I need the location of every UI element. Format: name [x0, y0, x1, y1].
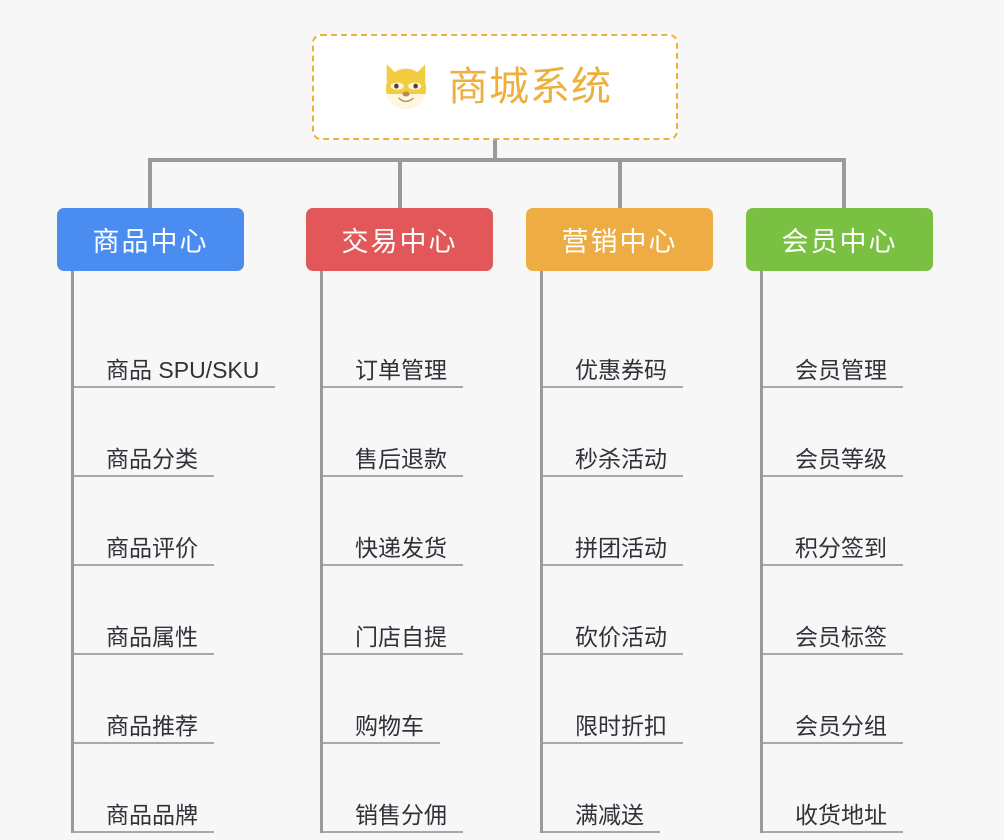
- leaf-label: 拼团活动: [575, 534, 667, 561]
- leaf-label: 商品品牌: [106, 801, 198, 828]
- leaf-label: 砍价活动: [575, 623, 667, 650]
- leaf-underline: [763, 653, 903, 655]
- connector-drop-1: [148, 158, 152, 208]
- branch-column-product: 商品中心 商品 SPU/SKU 商品分类 商品评价 商品属性 商品推荐 商品品牌: [57, 208, 297, 833]
- leaf-label: 购物车: [355, 712, 424, 739]
- list-item[interactable]: 拼团活动: [543, 477, 736, 566]
- leaf-list-product: 商品 SPU/SKU 商品分类 商品评价 商品属性 商品推荐 商品品牌: [71, 271, 297, 833]
- list-item[interactable]: 会员标签: [763, 566, 956, 655]
- leaf-label: 快递发货: [355, 534, 447, 561]
- category-box-member[interactable]: 会员中心: [746, 208, 933, 271]
- leaf-label: 会员标签: [795, 623, 887, 650]
- list-item[interactable]: 会员管理: [763, 299, 956, 388]
- leaf-underline: [323, 564, 463, 566]
- leaf-label: 订单管理: [355, 356, 447, 383]
- list-item[interactable]: 满减送: [543, 744, 736, 833]
- list-item[interactable]: 会员分组: [763, 655, 956, 744]
- category-label: 营销中心: [561, 227, 678, 257]
- list-item[interactable]: 商品评价: [74, 477, 297, 566]
- leaf-list-trade: 订单管理 售后退款 快递发货 门店自提 购物车 销售分佣: [320, 271, 516, 833]
- category-box-trade[interactable]: 交易中心: [306, 208, 493, 271]
- connector-drop-4: [842, 158, 846, 208]
- leaf-underline: [543, 742, 683, 744]
- leaf-label: 满减送: [575, 801, 644, 828]
- leaf-label: 商品推荐: [106, 712, 198, 739]
- leaf-label: 商品属性: [106, 623, 198, 650]
- leaf-label: 限时折扣: [575, 712, 667, 739]
- leaf-list-member: 会员管理 会员等级 积分签到 会员标签 会员分组 收货地址: [760, 271, 956, 833]
- leaf-underline: [543, 831, 660, 833]
- leaf-list-marketing: 优惠券码 秒杀活动 拼团活动 砍价活动 限时折扣 满减送: [540, 271, 736, 833]
- list-item[interactable]: 购物车: [323, 655, 516, 744]
- branch-column-member: 会员中心 会员管理 会员等级 积分签到 会员标签 会员分组 收货地址: [746, 208, 956, 833]
- leaf-underline: [74, 742, 214, 744]
- leaf-label: 积分签到: [795, 534, 887, 561]
- list-item[interactable]: 门店自提: [323, 566, 516, 655]
- list-item[interactable]: 订单管理: [323, 299, 516, 388]
- leaf-underline: [543, 653, 683, 655]
- connector-root-stem: [493, 140, 497, 161]
- branch-column-trade: 交易中心 订单管理 售后退款 快递发货 门店自提 购物车 销售分佣: [306, 208, 516, 833]
- leaf-underline: [763, 564, 903, 566]
- list-item[interactable]: 积分签到: [763, 477, 956, 566]
- list-item[interactable]: 商品推荐: [74, 655, 297, 744]
- list-item[interactable]: 售后退款: [323, 388, 516, 477]
- list-item[interactable]: 砍价活动: [543, 566, 736, 655]
- list-item[interactable]: 优惠券码: [543, 299, 736, 388]
- leaf-underline: [323, 386, 463, 388]
- leaf-label: 秒杀活动: [575, 445, 667, 472]
- root-title: 商城系统: [448, 65, 612, 109]
- leaf-label: 门店自提: [355, 623, 447, 650]
- leaf-underline: [323, 475, 463, 477]
- branch-column-marketing: 营销中心 优惠券码 秒杀活动 拼团活动 砍价活动 限时折扣 满减送: [526, 208, 736, 833]
- root-node[interactable]: 商城系统: [312, 34, 678, 140]
- category-label: 会员中心: [781, 227, 898, 257]
- list-item[interactable]: 秒杀活动: [543, 388, 736, 477]
- list-item[interactable]: 会员等级: [763, 388, 956, 477]
- leaf-underline: [763, 386, 903, 388]
- leaf-underline: [74, 564, 214, 566]
- leaf-label: 优惠券码: [575, 356, 667, 383]
- leaf-label: 销售分佣: [355, 801, 447, 828]
- list-item[interactable]: 商品属性: [74, 566, 297, 655]
- leaf-underline: [74, 831, 214, 833]
- list-item[interactable]: 收货地址: [763, 744, 956, 833]
- leaf-underline: [323, 742, 440, 744]
- leaf-underline: [763, 475, 903, 477]
- leaf-label: 会员分组: [795, 712, 887, 739]
- list-item[interactable]: 商品分类: [74, 388, 297, 477]
- leaf-label: 商品评价: [106, 534, 198, 561]
- leaf-underline: [323, 653, 463, 655]
- leaf-underline: [543, 564, 683, 566]
- leaf-label: 商品分类: [106, 445, 198, 472]
- leaf-label: 会员等级: [795, 445, 887, 472]
- leaf-underline: [763, 742, 903, 744]
- leaf-label: 会员管理: [795, 356, 887, 383]
- leaf-label: 收货地址: [795, 801, 887, 828]
- shiba-dog-face-icon: [385, 64, 427, 109]
- list-item[interactable]: 销售分佣: [323, 744, 516, 833]
- leaf-underline: [74, 653, 214, 655]
- leaf-underline: [74, 475, 214, 477]
- leaf-underline: [543, 386, 683, 388]
- category-label: 商品中心: [92, 227, 209, 257]
- list-item[interactable]: 限时折扣: [543, 655, 736, 744]
- leaf-label: 售后退款: [355, 445, 447, 472]
- leaf-underline: [323, 831, 463, 833]
- leaf-label: 商品 SPU/SKU: [106, 356, 260, 383]
- list-item[interactable]: 商品 SPU/SKU: [74, 299, 297, 388]
- list-item[interactable]: 快递发货: [323, 477, 516, 566]
- connector-drop-3: [618, 158, 622, 208]
- category-box-marketing[interactable]: 营销中心: [526, 208, 713, 271]
- category-box-product[interactable]: 商品中心: [57, 208, 244, 271]
- connector-drop-2: [398, 158, 402, 208]
- list-item[interactable]: 商品品牌: [74, 744, 297, 833]
- leaf-underline: [74, 386, 275, 388]
- category-label: 交易中心: [341, 227, 458, 257]
- connector-horizontal-bus: [148, 158, 846, 162]
- leaf-underline: [543, 475, 683, 477]
- leaf-underline: [763, 831, 903, 833]
